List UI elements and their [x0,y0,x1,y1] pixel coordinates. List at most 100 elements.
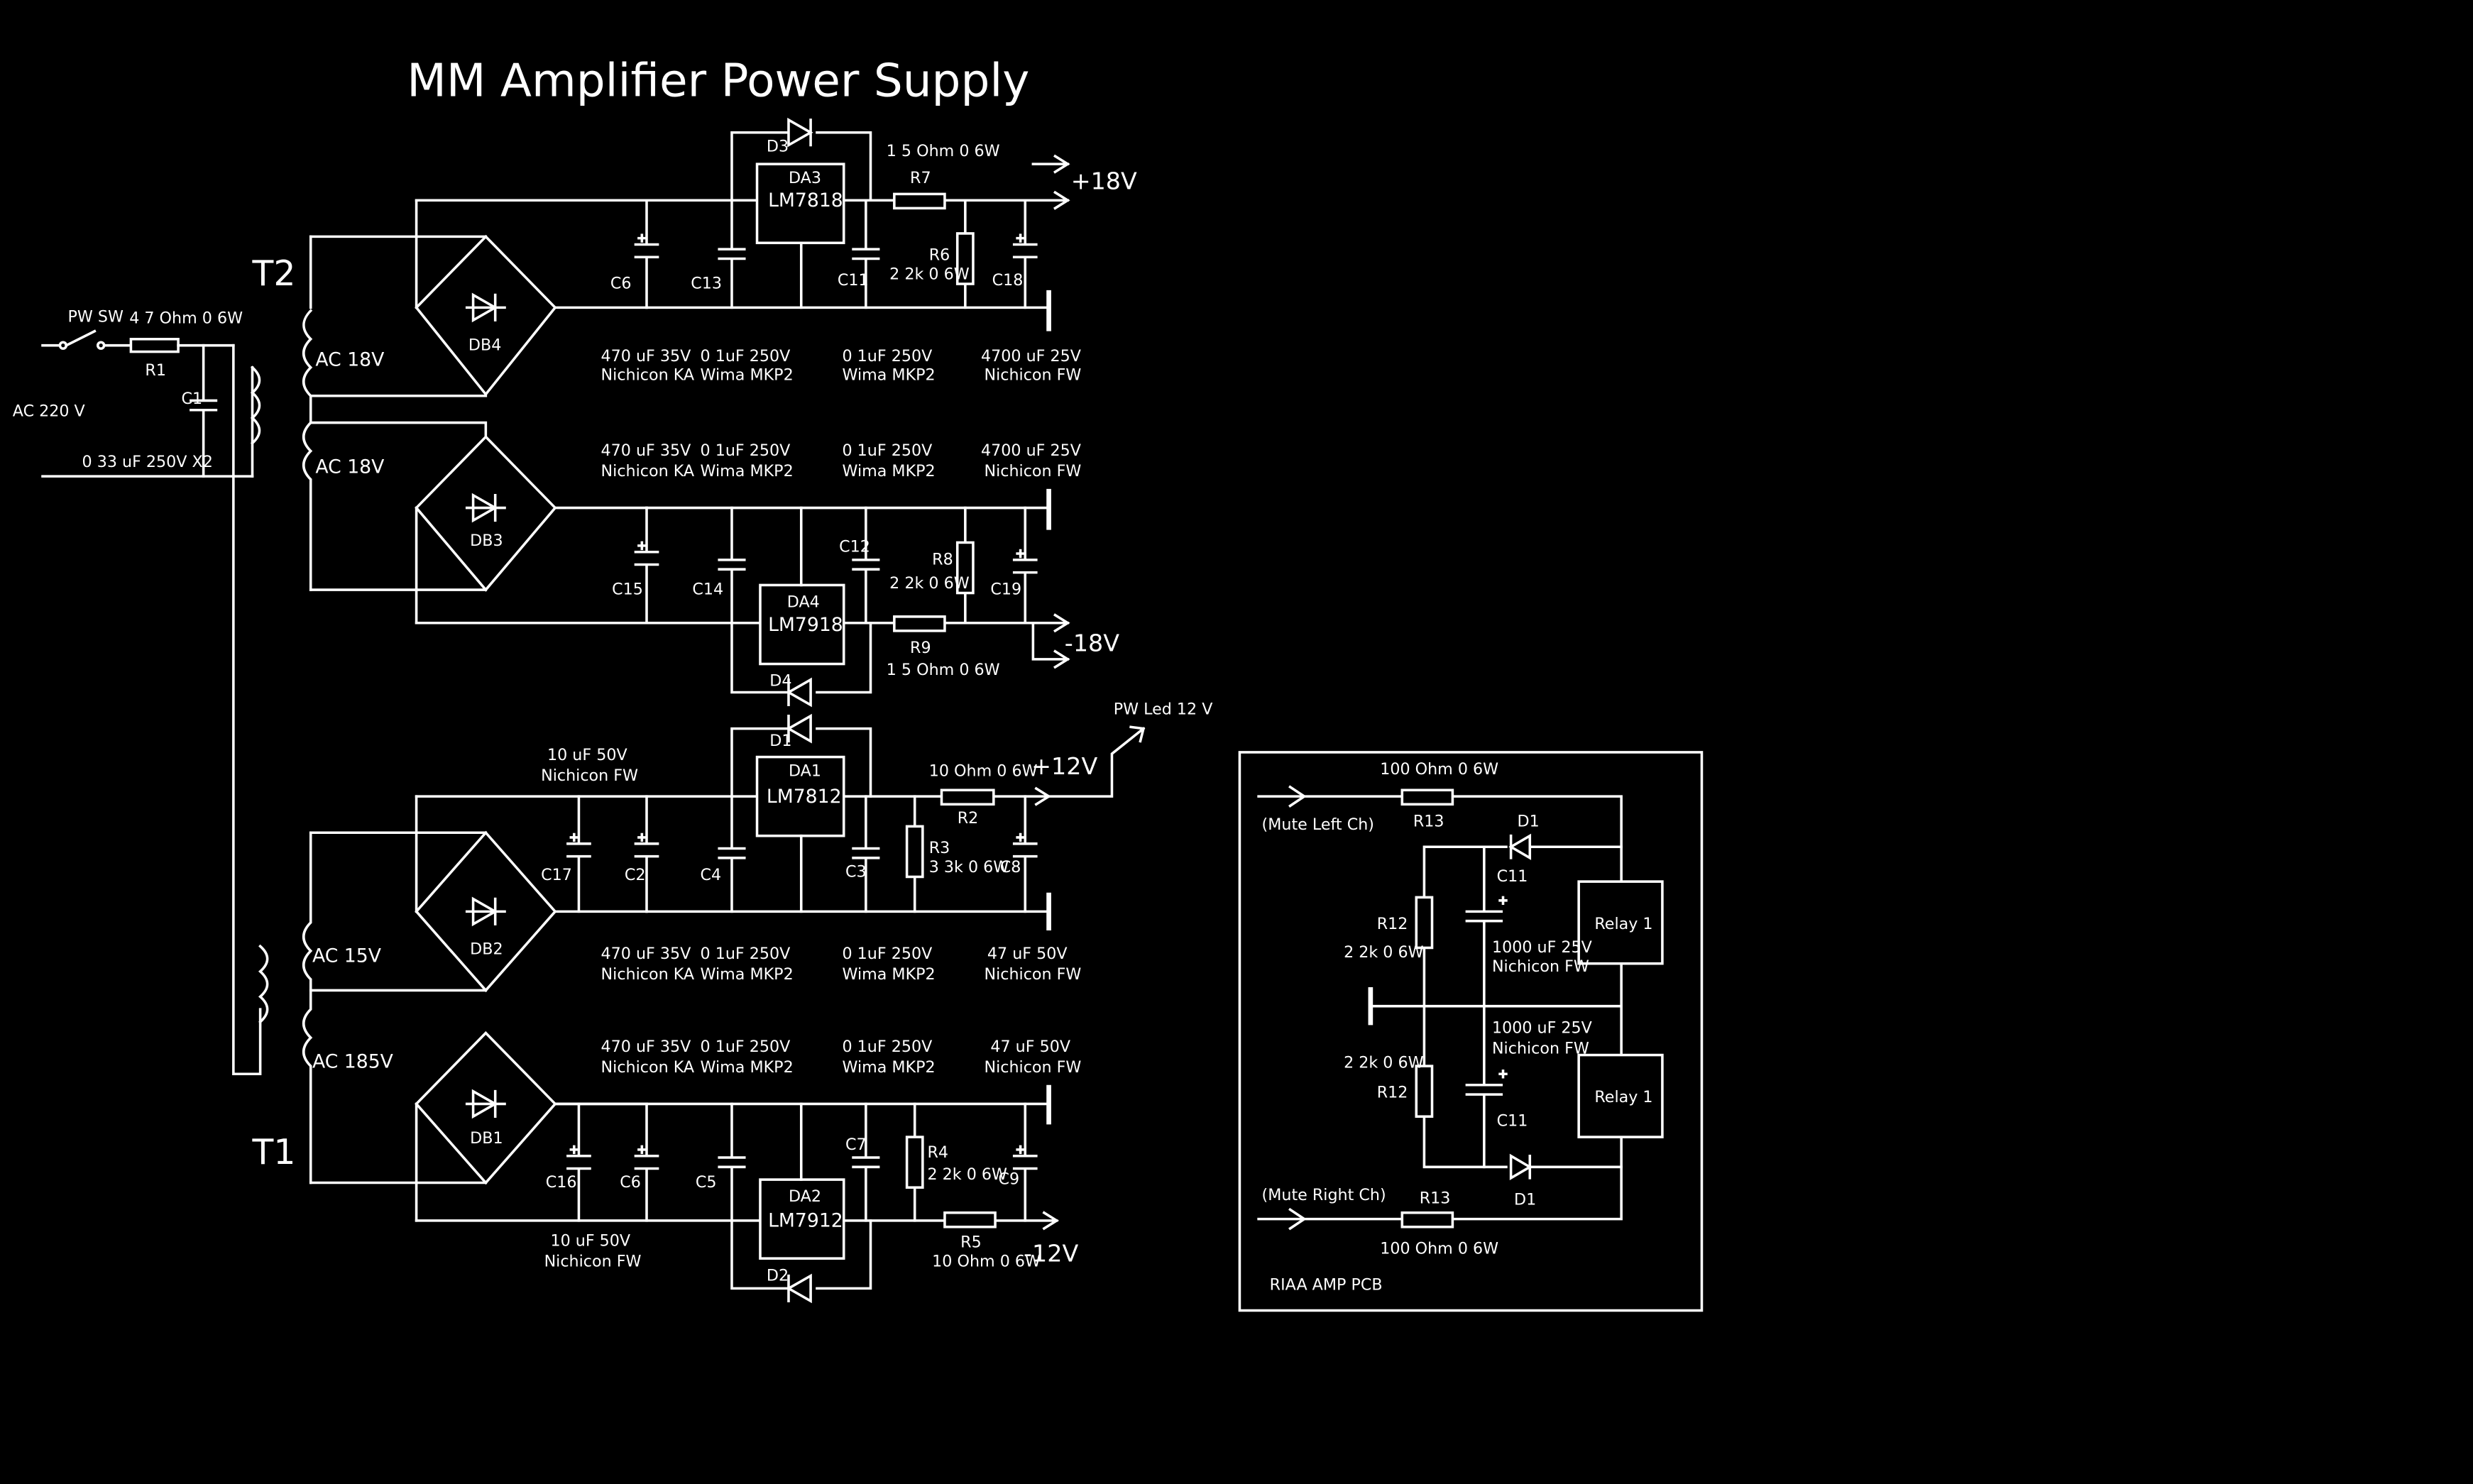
winding-2-label: AC 18V [315,456,385,478]
c13-value-a: 0 1uF 250V [701,347,791,365]
da1-label: DA1 [789,762,821,780]
mains-input: PW SW 4 7 Ohm 0 6W R1 C1 0 33 uF 250V X2… [13,307,262,1075]
da1-type: LM7812 [767,786,842,808]
d1-bot-label: D1 [1514,1191,1536,1209]
r1-value: 4 7 Ohm 0 6W [129,309,243,328]
da2-label: DA2 [789,1187,821,1206]
c11-value-a: 0 1uF 250V [843,347,933,365]
r12-bot-value: 2 2k 0 6W [1344,1053,1424,1072]
c19-value-a: 4700 uF 25V [981,441,1081,460]
r9-resistor [893,615,946,632]
da2-regulator [759,1178,845,1260]
c8-label: C8 [1000,858,1021,876]
r13-top-resistor [1400,788,1454,806]
c11-value-b: Wima MKP2 [843,366,936,385]
r12-top-label: R12 [1377,915,1408,933]
d4-label: D4 [769,672,791,691]
c4-label: C4 [701,866,722,884]
r12-top-resistor [1415,896,1434,950]
out-plus-18v: +18V [1071,167,1137,195]
da1-regulator [755,755,845,837]
t2-label: T2 [252,253,296,294]
r5-resistor [943,1211,997,1229]
r7-value: 1 5 Ohm 0 6W [887,142,1000,160]
r1-label: R1 [145,361,166,380]
riaa-pcb-label: RIAA AMP PCB [1270,1276,1383,1295]
c7-value-b: Wima MKP2 [843,1058,936,1077]
c2-label: C2 [625,866,646,884]
r8-value: 2 2k 0 6W [889,574,970,593]
da4-label: DA4 [787,593,820,612]
da3-label: DA3 [789,169,821,187]
r2-label: R2 [958,809,979,828]
c5-value-a: 0 1uF 250V [701,1038,791,1056]
d4-diode [730,621,872,708]
r3-label: R3 [929,839,950,857]
da4-type: LM7918 [768,614,843,636]
winding-3-label: AC 15V [312,945,382,967]
c14-label: C14 [692,581,723,599]
c9-value-b: Nichicon FW [984,1058,1081,1077]
c5-value-b: Wima MKP2 [701,1058,794,1077]
c12-label: C12 [839,538,870,556]
relay-1-bottom [1577,1053,1664,1138]
d3-diode [730,117,872,202]
db1-label: DB1 [470,1129,503,1148]
da3-regulator [755,163,845,245]
c18-label: C18 [992,271,1024,290]
pw-led-label: PW Led 12 V [1114,700,1213,719]
t1-label: T1 [252,1132,296,1172]
c8-value-b: Nichicon FW [984,965,1081,984]
r13-top-value: 100 Ohm 0 6W [1380,760,1498,779]
r5-value: 10 Ohm 0 6W [932,1252,1041,1270]
c12-value-b: Wima MKP2 [843,462,936,480]
r6-resistor [955,232,975,285]
r6-value: 2 2k 0 6W [889,265,970,283]
riaa-amp-pcb: 100 Ohm 0 6W R13 (Mute Left Ch) D1 C11 R… [1238,751,1704,1312]
c18-value-b: Nichicon FW [984,366,1081,385]
c-top-value-a: 1000 uF 25V [1492,938,1592,957]
db4-label: DB4 [468,336,501,354]
r12-bot-label: R12 [1377,1084,1408,1102]
riaa-pcb-outline [1238,751,1704,1312]
r13-bot-resistor [1400,1211,1454,1229]
out-plus-12v: +12V [1031,752,1097,780]
c5-label: C5 [696,1173,717,1192]
winding-4-label: AC 185V [312,1050,394,1072]
r12-top-value: 2 2k 0 6W [1344,943,1424,962]
c16-value-a: 10 uF 50V [550,1231,630,1250]
db2-label: DB2 [470,940,503,958]
c6-value-b: Nichicon KA [601,366,695,385]
c4-value-a: 0 1uF 250V [701,945,791,963]
c8-value-a: 47 uF 50V [987,945,1068,963]
r13-top-label: R13 [1413,812,1444,830]
r13-bot-label: R13 [1420,1189,1451,1207]
mute-left-label: (Mute Left Ch) [1262,815,1374,834]
r5-label: R5 [960,1233,982,1252]
c1-value: 0 33 uF 250V X2 [82,453,213,471]
rail-minus-12v: D2 DA2 LM7912 R5 10 Ohm 0 6W R4 2 2k 0 6… [415,1038,1081,1304]
d2-label: D2 [767,1266,789,1285]
r9-label: R9 [910,639,931,657]
relay-1-bottom-label: Relay 1 [1594,1088,1652,1106]
c9-value-a: 47 uF 50V [990,1038,1070,1056]
r3-value: 3 3k 0 6W [929,858,1009,876]
c17-value-a: 10 uF 50V [547,746,627,764]
r4-resistor [905,1136,924,1189]
c9-label: C9 [998,1170,1019,1189]
relay-1-top-label: Relay 1 [1594,915,1652,933]
c-bot-value-a: 1000 uF 25V [1492,1018,1592,1037]
mute-right-label: (Mute Right Ch) [1262,1186,1386,1204]
c-bot-value-b: Nichicon FW [1492,1039,1589,1057]
c2-value-b: Nichicon KA [601,965,695,984]
r2-resistor [940,788,995,806]
c7-value-a: 0 1uF 250V [843,1038,933,1056]
c3-label: C3 [845,862,867,881]
out-minus-12v: -12V [1024,1240,1078,1268]
r7-resistor [893,192,946,210]
r2-value: 10 Ohm 0 6W [929,762,1038,780]
d2-diode [730,1219,872,1304]
transformers: T2 T1 AC 18V AC 18V AC 15V AC 185V [250,235,394,1185]
rail-plus-18v: D3 DA3 LM7818 1 5 Ohm 0 6W R7 R6 2 2k 0 … [415,117,1137,385]
c15-value-a: 470 uF 35V [601,441,691,460]
